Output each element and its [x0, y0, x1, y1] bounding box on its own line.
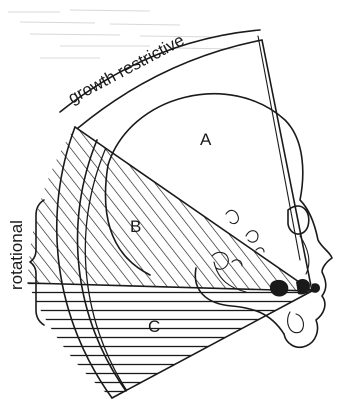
chin-loop [288, 312, 304, 333]
label-growth-restrictive: growth restrictive [65, 30, 187, 107]
label-rotational: rotational [7, 220, 26, 290]
growth-restrictive-ray-2 [258, 36, 300, 260]
hatched-region-b [28, 127, 312, 291]
hatched-region-c [28, 283, 312, 398]
growth-restrictive-ray [262, 40, 312, 291]
label-region-c: C [148, 317, 160, 336]
label-region-a: A [200, 130, 212, 149]
label-region-b: B [130, 217, 141, 236]
scan-noise [8, 10, 240, 58]
